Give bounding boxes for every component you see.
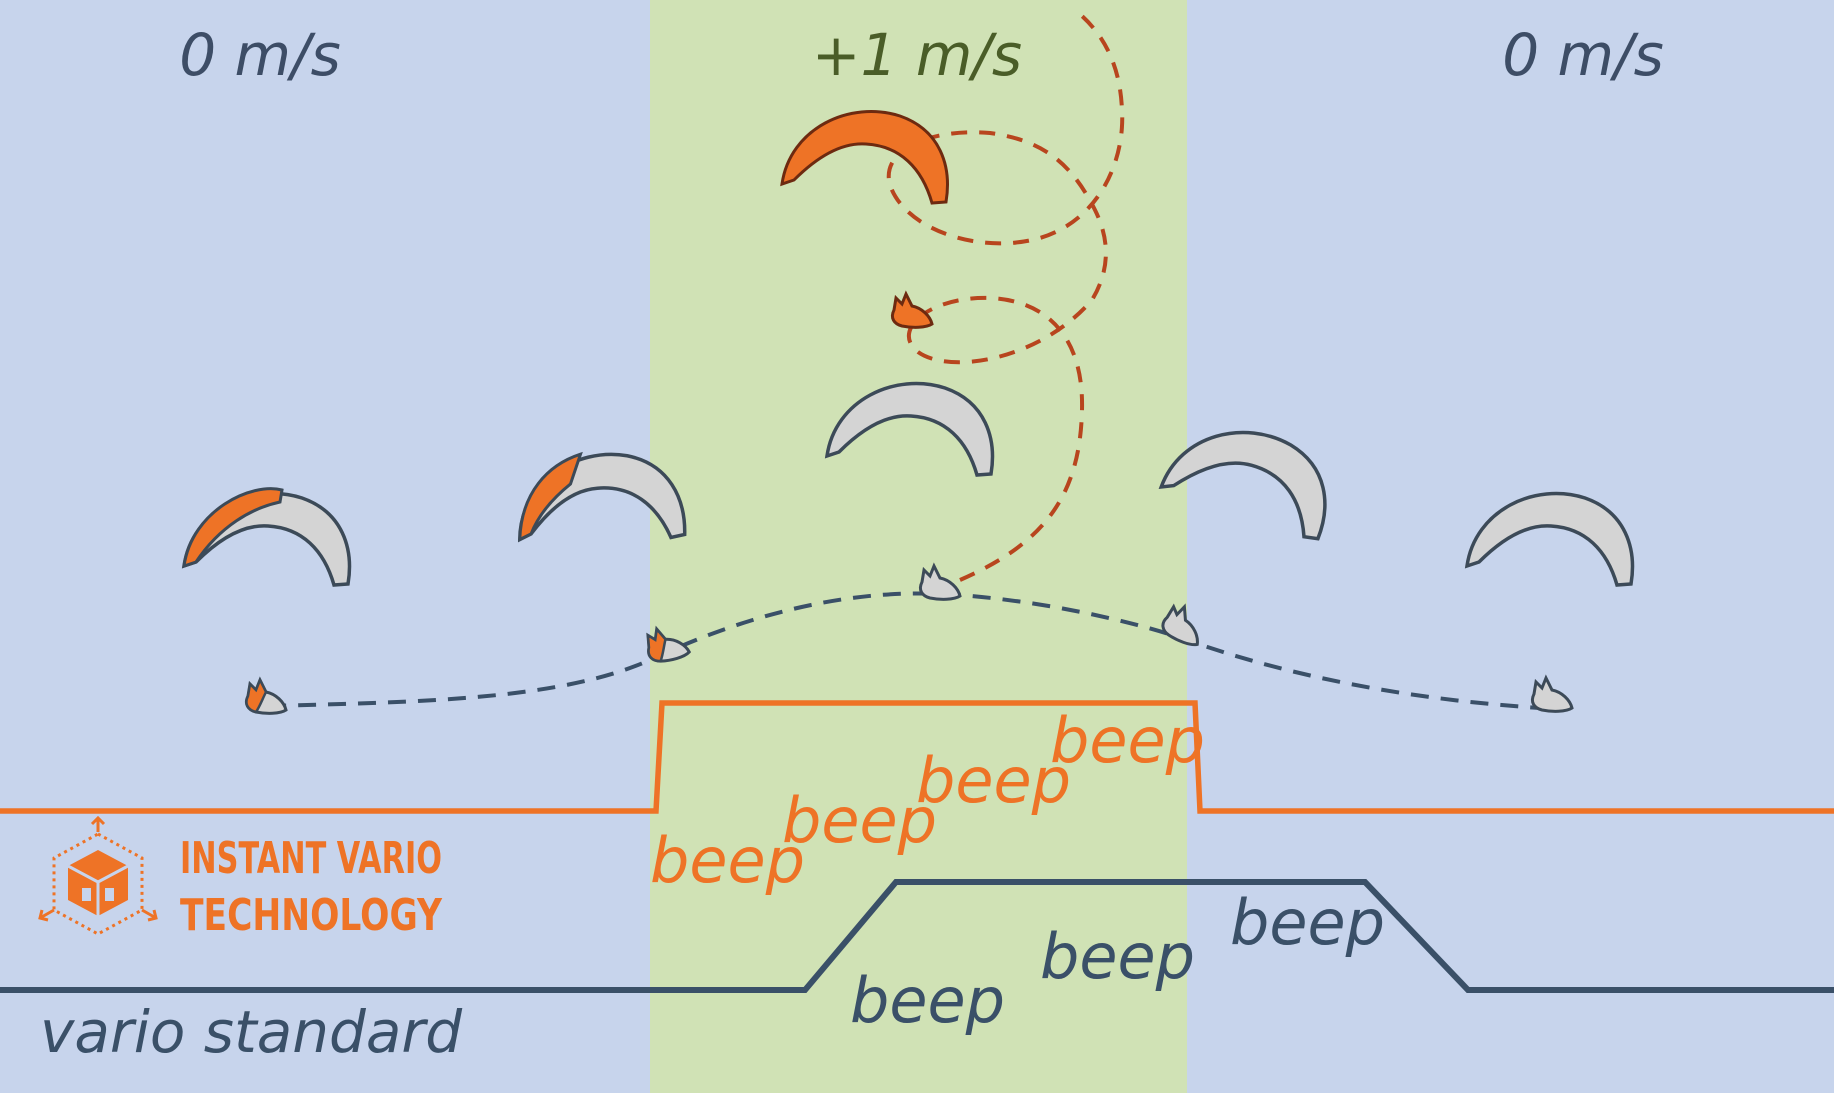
pilot-2: [642, 621, 692, 667]
standard-vario-signal: [0, 879, 1834, 993]
zone-right-label: 0 m/s: [1502, 21, 1664, 89]
instant-beep-4: beep: [1050, 704, 1205, 777]
cube-with-arrows-icon: [38, 815, 158, 936]
standard-vario-label: vario standard: [40, 998, 463, 1066]
standard-beep-1: beep: [850, 964, 1005, 1037]
paraglider-wing-2: [507, 442, 689, 561]
instant-vario-signal: [0, 700, 1834, 814]
logo-line-1: INSTANT VARIO: [180, 833, 442, 884]
zone-left-label: 0 m/s: [179, 21, 341, 89]
pilot-1: [244, 676, 288, 715]
thermal-climb-path: [886, 8, 1125, 582]
instant-beep-1: beep: [650, 824, 805, 897]
instant-beep-3: beep: [916, 744, 1071, 817]
standard-beep-2: beep: [1040, 920, 1195, 993]
zone-center-label: +1 m/s: [812, 21, 1022, 89]
standard-beep-3: beep: [1230, 886, 1385, 959]
logo-line-2: TECHNOLOGY: [180, 890, 443, 941]
instant-beep-2: beep: [782, 784, 937, 857]
paraglider-wing-1: [182, 487, 352, 587]
zone-center-bg: [650, 0, 1187, 1093]
zone-right-bg: [1187, 0, 1834, 1093]
